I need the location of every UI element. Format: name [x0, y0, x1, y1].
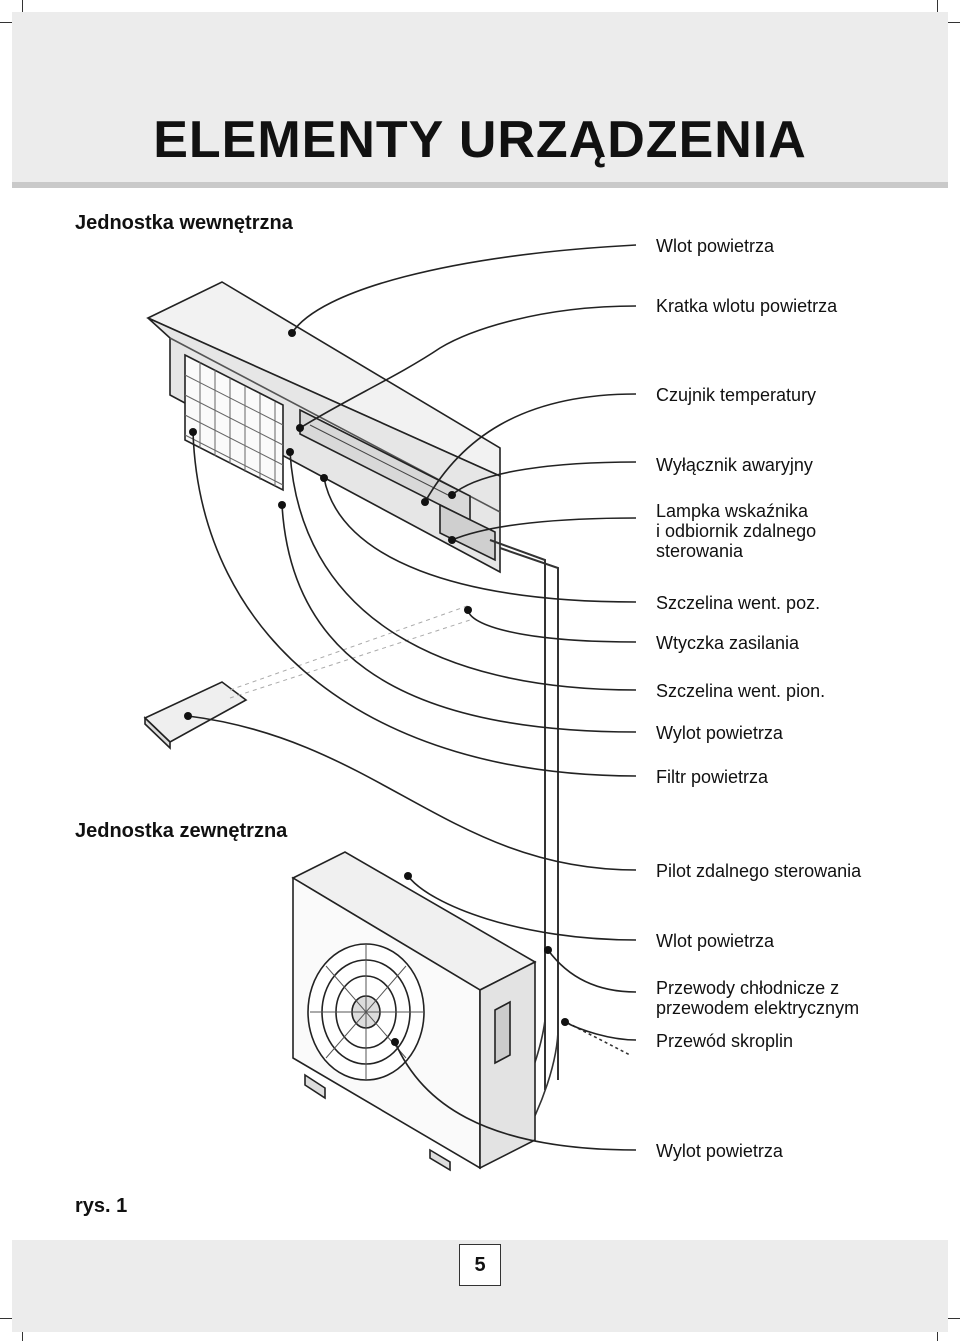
- label-inlet-grille: Kratka wlotu powietrza: [656, 296, 838, 316]
- label-emergency-switch: Wyłącznik awaryjny: [656, 455, 813, 475]
- label-remote-control: Pilot zdalnego sterowania: [656, 861, 862, 881]
- indoor-unit-illustration: [146, 281, 501, 574]
- label-air-filter: Filtr powietrza: [656, 767, 769, 787]
- crop-mark: [22, 1330, 23, 1341]
- air-filter-grille: [184, 353, 284, 492]
- section-outdoor-unit: Jednostka zewnętrzna: [75, 820, 288, 842]
- label-power-plug: Wtyczka zasilania: [656, 633, 800, 653]
- label-vertical-louver: Szczelina went. pion.: [656, 681, 826, 701]
- leader-lines: [187, 244, 637, 1151]
- label-air-outlet: Wylot powietrza: [656, 723, 783, 743]
- outdoor-unit-illustration: [291, 851, 537, 1172]
- crop-mark: [0, 22, 12, 23]
- label-drain-hose: Przewód skroplin: [656, 1031, 794, 1051]
- label-air-inlet: Wlot powietrza: [656, 236, 775, 256]
- page-number: 5: [459, 1244, 501, 1286]
- remote-control-illustration: [143, 681, 248, 750]
- label-outdoor-air-outlet: Wylot powietrza: [656, 1141, 783, 1161]
- crop-mark: [0, 1318, 12, 1319]
- page-title: ELEMENTY URZĄDZENIA: [153, 111, 807, 169]
- label-outdoor-air-inlet: Wlot powietrza: [656, 931, 775, 951]
- crop-mark: [22, 0, 23, 12]
- crop-mark: [937, 1330, 938, 1341]
- leader-dots: [184, 329, 569, 1046]
- figure-caption: rys. 1: [75, 1195, 128, 1217]
- label-temperature-sensor: Czujnik temperatury: [656, 385, 817, 405]
- label-indicator-lamp: Lampka wskaźnika i odbiornik zdalnego st…: [656, 501, 817, 561]
- label-refrigerant-pipes: Przewody chłodnicze z przewodem elektryc…: [656, 978, 860, 1018]
- header-band: [12, 12, 948, 188]
- pipe-line: [489, 539, 546, 1090]
- label-horizontal-louver: Szczelina went. poz.: [656, 593, 821, 613]
- section-indoor-unit: Jednostka wewnętrzna: [75, 212, 293, 234]
- crop-mark: [937, 0, 938, 12]
- crop-mark: [948, 1318, 960, 1319]
- crop-mark: [948, 22, 960, 23]
